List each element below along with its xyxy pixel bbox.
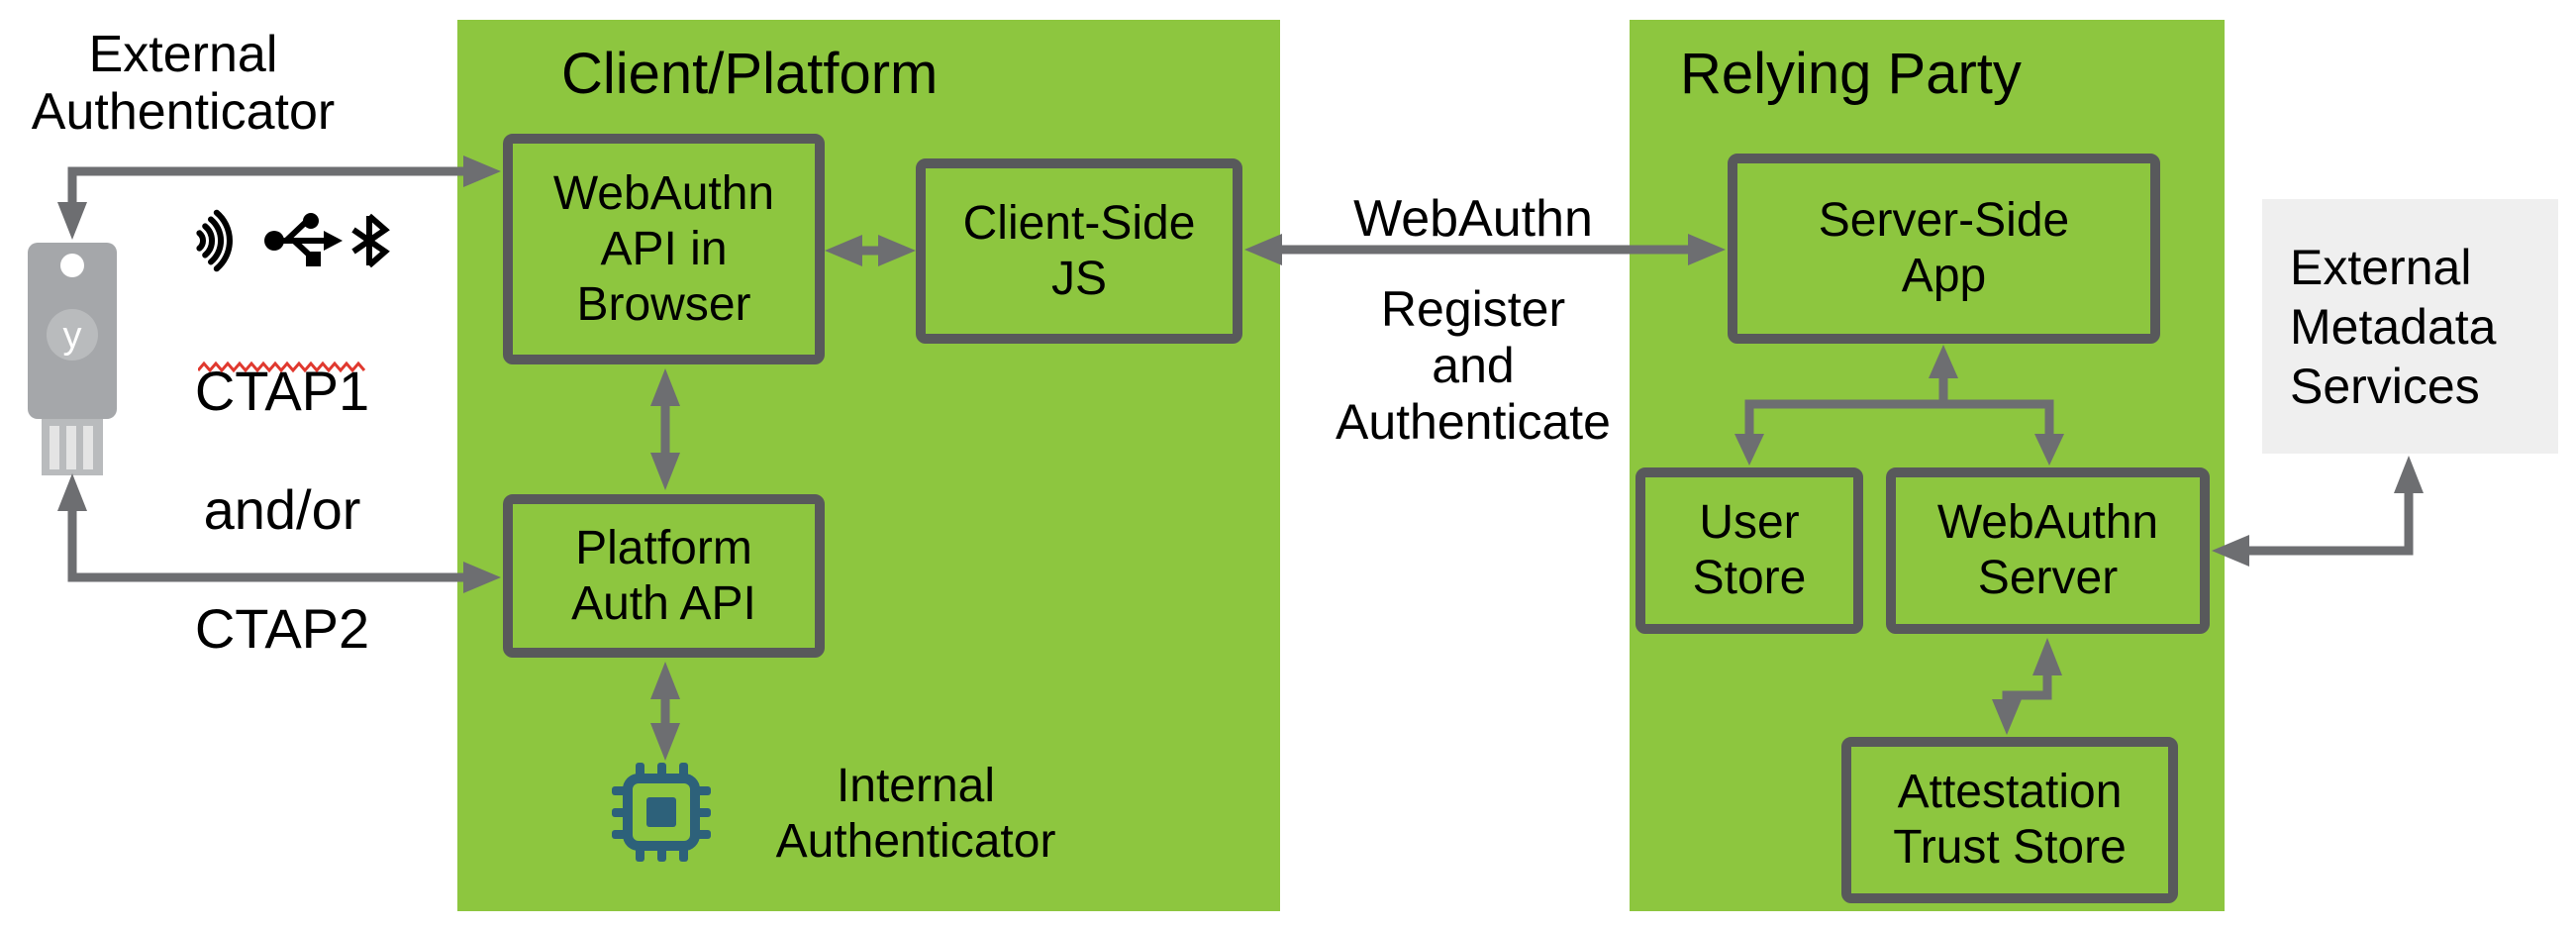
server-side-app-box: Server-Side App [1728,154,2160,344]
ctap-andor-label: and/or [203,478,361,541]
usb-slot [50,426,59,469]
bluetooth-icon [351,213,390,268]
webauthn-server-box: WebAuthn Server [1886,467,2210,634]
webauthn-protocol-label: WebAuthn [1353,190,1593,248]
chip-icon [612,763,711,862]
security-key-icon: y [28,243,117,475]
nfc-icon [196,209,233,272]
key-logo-circle [47,309,98,361]
client-platform-title: Client/Platform [561,42,939,106]
attestation-trust-store-box: Attestation Trust Store [1841,737,2178,903]
transport-icons [196,209,390,272]
register-authenticate-label: Register and Authenticate [1336,281,1611,450]
user-store-box: User Store [1635,467,1863,634]
key-hole [60,254,84,277]
external-authenticator-label: External Authenticator [31,26,336,141]
usb-icon [264,213,343,266]
relying-party-title: Relying Party [1680,42,2022,106]
internal-authenticator-label: Internal Authenticator [775,760,1056,868]
external-metadata-services-box: External Metadata Services [2262,199,2558,454]
usb-slot [66,426,76,469]
ctap1-spellcheck-squiggle [198,361,366,373]
ctap2-label: CTAP2 [194,597,370,660]
usb-slot [83,426,93,469]
webauthn-api-in-browser-box: WebAuthn API in Browser [503,134,825,364]
platform-auth-api-box: Platform Auth API [503,494,825,658]
client-platform-panel [457,20,1280,911]
key-logo-letter: y [63,315,82,357]
client-side-js-box: Client-Side JS [916,158,1242,344]
arrow-metadata-webauthn-server [2212,456,2424,567]
